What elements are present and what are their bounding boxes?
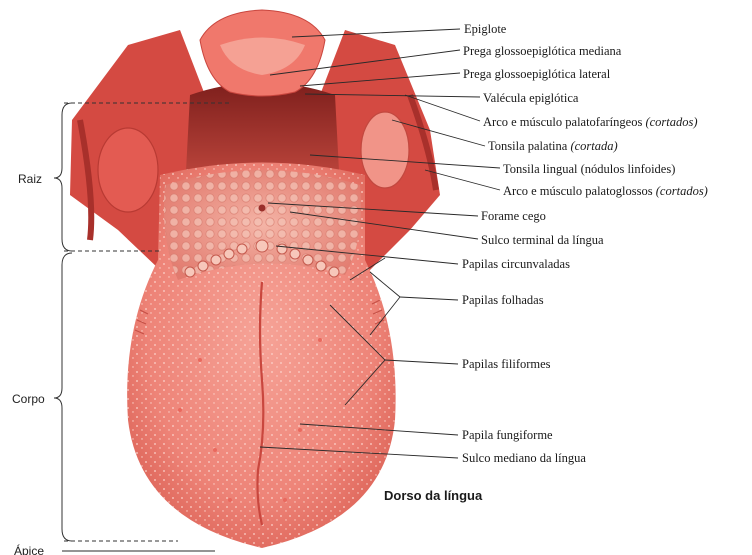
palatine-tonsil-left: [98, 128, 158, 212]
label-tonsila-palatina: Tonsila palatina (cortada): [488, 139, 618, 153]
label-papilas-circunvaladas: Papilas circunvaladas: [462, 257, 570, 271]
label-apice: Ápice: [14, 543, 44, 555]
label-tonsila-lingual: Tonsila lingual (nódulos linfoides): [503, 162, 675, 176]
lingual-tonsil-nodules: [164, 170, 361, 280]
label-epiglote: Epiglote: [464, 22, 507, 36]
foramen-cecum: [259, 205, 266, 212]
label-arco-palatoglossos: Arco e músculo palatoglossos (cortados): [503, 184, 708, 198]
label-valecula: Valécula epiglótica: [483, 91, 579, 105]
label-papilas-folhadas: Papilas folhadas: [462, 293, 544, 307]
label-papilas-filiformes: Papilas filiformes: [462, 357, 551, 371]
raiz-brace: [54, 103, 72, 251]
tongue-illustration: [70, 10, 440, 548]
label-corpo: Corpo: [12, 392, 45, 406]
label-prega-mediana: Prega glossoepiglótica mediana: [463, 44, 622, 58]
corpo-brace: [54, 253, 72, 541]
label-papila-fungiforme: Papila fungiforme: [462, 428, 553, 442]
label-sulco-mediano: Sulco mediano da língua: [462, 451, 586, 465]
palatine-tonsil-right: [361, 112, 409, 188]
label-forame-cego: Forame cego: [481, 209, 546, 223]
diagram-caption: Dorso da língua: [384, 488, 483, 503]
label-prega-lateral: Prega glossoepiglótica lateral: [463, 67, 611, 81]
label-arco-palatofaringeos: Arco e músculo palatofaríngeos (cortados…: [483, 115, 698, 129]
label-raiz: Raiz: [18, 172, 42, 186]
label-sulco-terminal: Sulco terminal da língua: [481, 233, 604, 247]
